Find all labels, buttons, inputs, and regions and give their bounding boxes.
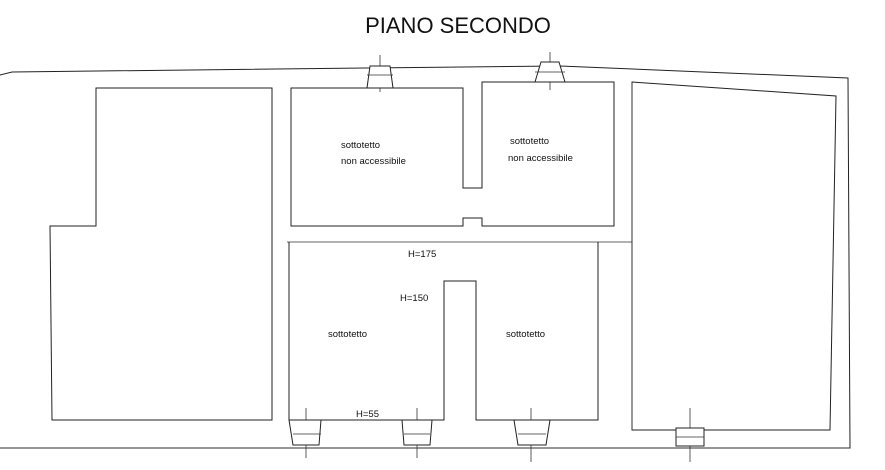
window-top-1 xyxy=(366,55,394,92)
room-top-right-label-2: non accessibile xyxy=(508,153,573,164)
room-top-right-label-1: sottotetto xyxy=(510,136,549,147)
room-right-outline xyxy=(631,81,837,431)
room-top-left-outline xyxy=(290,81,615,227)
window-bottom-1 xyxy=(288,408,322,458)
room-bottom-left-label: sottotetto xyxy=(328,329,367,340)
height-175-label: H=175 xyxy=(408,249,436,260)
window-top-2 xyxy=(534,52,566,90)
window-bottom-2 xyxy=(401,408,433,458)
room-left-outline xyxy=(49,87,273,421)
height-150-label: H=150 xyxy=(400,293,428,304)
window-bottom-4 xyxy=(675,408,705,462)
room-bottom-right-label: sottotetto xyxy=(506,329,545,340)
floor-title: PIANO SECONDO xyxy=(365,13,551,38)
height-55-label: H=55 xyxy=(356,409,379,420)
room-top-left-label-2: non accessibile xyxy=(341,156,406,167)
window-bottom-3 xyxy=(513,408,551,462)
room-top-left-label-1: sottotetto xyxy=(341,140,380,151)
